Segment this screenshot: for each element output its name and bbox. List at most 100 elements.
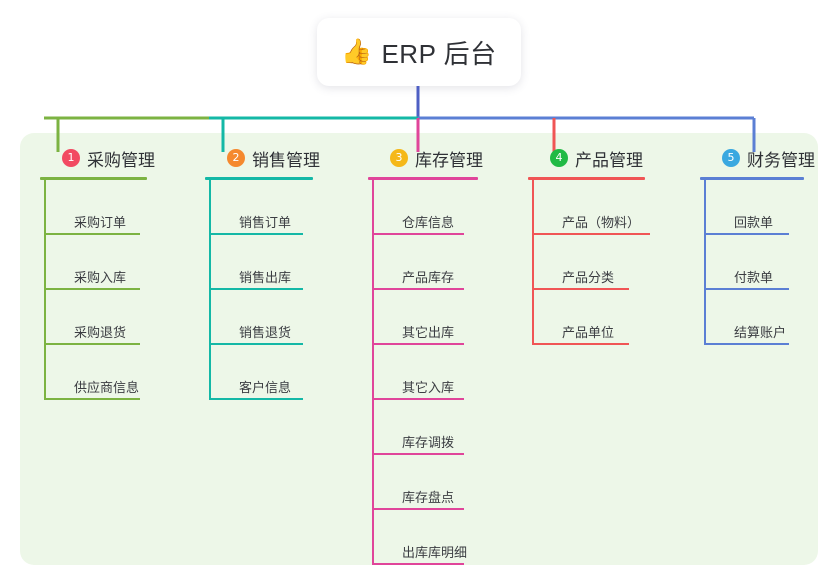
menu-item-rule xyxy=(372,233,464,235)
menu-item-label: 仓库信息 xyxy=(402,215,455,230)
column-stem-line xyxy=(44,180,46,400)
menu-item-label: 产品库存 xyxy=(402,270,455,285)
menu-item[interactable]: 采购退货 xyxy=(44,290,140,345)
column-badge-1: 1 xyxy=(62,149,80,167)
menu-item-rule xyxy=(704,288,789,290)
menu-item-label: 销售订单 xyxy=(239,215,292,230)
column-title-label: 产品管理 xyxy=(575,150,643,170)
menu-item-rule xyxy=(532,343,629,345)
menu-item[interactable]: 销售订单 xyxy=(209,180,303,235)
menu-item-rule xyxy=(372,343,464,345)
column-badge-5: 5 xyxy=(722,149,740,167)
menu-item-rule xyxy=(372,398,464,400)
menu-item[interactable]: 回款单 xyxy=(704,180,789,235)
menu-item-rule xyxy=(372,563,464,565)
menu-item[interactable]: 销售出库 xyxy=(209,235,303,290)
menu-item-rule xyxy=(372,508,464,510)
menu-item-rule xyxy=(209,288,303,290)
column-header-财务管理[interactable]: 5 财务管理 xyxy=(700,145,815,171)
menu-item[interactable]: 仓库信息 xyxy=(372,180,464,235)
column-items: 回款单付款单结算账户 xyxy=(700,180,815,345)
menu-item-label: 库存调拨 xyxy=(402,435,455,450)
column-items: 仓库信息产品库存其它出库其它入库库存调拨库存盘点出库库明细 xyxy=(368,180,483,565)
column-items: 采购订单采购入库采购退货供应商信息 xyxy=(40,180,155,400)
menu-item-rule xyxy=(532,288,629,290)
menu-item-rule xyxy=(532,233,650,235)
menu-item-label: 采购订单 xyxy=(74,215,127,230)
column-title-label: 采购管理 xyxy=(87,150,155,170)
column-title-label: 库存管理 xyxy=(415,150,483,170)
menu-item-rule xyxy=(44,233,140,235)
menu-item-rule xyxy=(704,233,789,235)
menu-item[interactable]: 其它入库 xyxy=(372,345,464,400)
root-node-erp-backend[interactable]: 👍 ERP 后台 xyxy=(317,18,521,86)
column-header-rule xyxy=(700,177,804,180)
menu-item[interactable]: 出库库明细 xyxy=(372,510,468,565)
menu-item[interactable]: 供应商信息 xyxy=(44,345,140,400)
menu-item-label: 付款单 xyxy=(734,270,774,285)
column-产品管理: 4 产品管理产品（物料） 产品分类产品单位 xyxy=(528,145,650,345)
thumbs-up-icon: 👍 xyxy=(341,37,373,66)
menu-item-label: 客户信息 xyxy=(239,380,292,395)
menu-item[interactable]: 产品分类 xyxy=(532,235,629,290)
menu-item-rule xyxy=(44,343,140,345)
column-items: 产品（物料） 产品分类产品单位 xyxy=(528,180,650,345)
column-销售管理: 2 销售管理销售订单销售出库销售退货客户信息 xyxy=(205,145,320,400)
menu-item[interactable]: 采购订单 xyxy=(44,180,140,235)
menu-item[interactable]: 库存盘点 xyxy=(372,455,464,510)
column-badge-4: 4 xyxy=(550,149,568,167)
menu-item-rule xyxy=(44,398,140,400)
menu-item[interactable]: 库存调拨 xyxy=(372,400,464,455)
menu-item[interactable]: 采购入库 xyxy=(44,235,140,290)
menu-item-label: 产品分类 xyxy=(562,270,615,285)
column-header-产品管理[interactable]: 4 产品管理 xyxy=(528,145,645,171)
menu-item-label: 回款单 xyxy=(734,215,774,230)
menu-item-rule xyxy=(209,233,303,235)
root-node-label: ERP 后台 xyxy=(381,38,497,69)
column-采购管理: 1 采购管理采购订单采购入库采购退货供应商信息 xyxy=(40,145,155,400)
column-header-rule xyxy=(528,177,645,180)
menu-item[interactable]: 付款单 xyxy=(704,235,789,290)
column-items: 销售订单销售出库销售退货客户信息 xyxy=(205,180,320,400)
column-header-rule xyxy=(40,177,147,180)
menu-item-label: 销售退货 xyxy=(239,325,292,340)
menu-item-rule xyxy=(44,288,140,290)
menu-item[interactable]: 产品单位 xyxy=(532,290,629,345)
menu-item-label: 采购退货 xyxy=(74,325,127,340)
column-库存管理: 3 库存管理仓库信息产品库存其它出库其它入库库存调拨库存盘点出库库明细 xyxy=(368,145,483,565)
column-stem-line xyxy=(532,180,534,345)
column-header-rule xyxy=(205,177,313,180)
menu-item-rule xyxy=(704,343,789,345)
column-stem-line xyxy=(704,180,706,345)
menu-item-label: 库存盘点 xyxy=(402,490,455,505)
menu-item-label: 供应商信息 xyxy=(74,380,140,395)
column-财务管理: 5 财务管理回款单付款单结算账户 xyxy=(700,145,815,345)
menu-item[interactable]: 其它出库 xyxy=(372,290,464,345)
menu-item-label: 产品（物料） xyxy=(562,215,641,230)
menu-item-label: 其它入库 xyxy=(402,380,455,395)
menu-item-rule xyxy=(209,343,303,345)
menu-item-label: 结算账户 xyxy=(734,325,787,340)
menu-item-label: 销售出库 xyxy=(239,270,292,285)
menu-item-label: 其它出库 xyxy=(402,325,455,340)
menu-item[interactable]: 销售退货 xyxy=(209,290,303,345)
column-header-库存管理[interactable]: 3 库存管理 xyxy=(368,145,483,171)
menu-item[interactable]: 产品（物料） xyxy=(532,180,650,235)
column-stem-line xyxy=(372,180,374,565)
column-badge-2: 2 xyxy=(227,149,245,167)
menu-item[interactable]: 客户信息 xyxy=(209,345,303,400)
menu-item-rule xyxy=(209,398,303,400)
column-header-销售管理[interactable]: 2 销售管理 xyxy=(205,145,320,171)
column-title-label: 销售管理 xyxy=(252,150,320,170)
menu-item[interactable]: 结算账户 xyxy=(704,290,789,345)
menu-item-label: 出库库明细 xyxy=(402,545,468,560)
column-stem-line xyxy=(209,180,211,400)
menu-item-label: 采购入库 xyxy=(74,270,127,285)
menu-item[interactable]: 产品库存 xyxy=(372,235,464,290)
content-panel xyxy=(20,133,818,565)
column-title-label: 财务管理 xyxy=(747,150,815,170)
menu-item-rule xyxy=(372,288,464,290)
column-badge-3: 3 xyxy=(390,149,408,167)
column-header-采购管理[interactable]: 1 采购管理 xyxy=(40,145,155,171)
